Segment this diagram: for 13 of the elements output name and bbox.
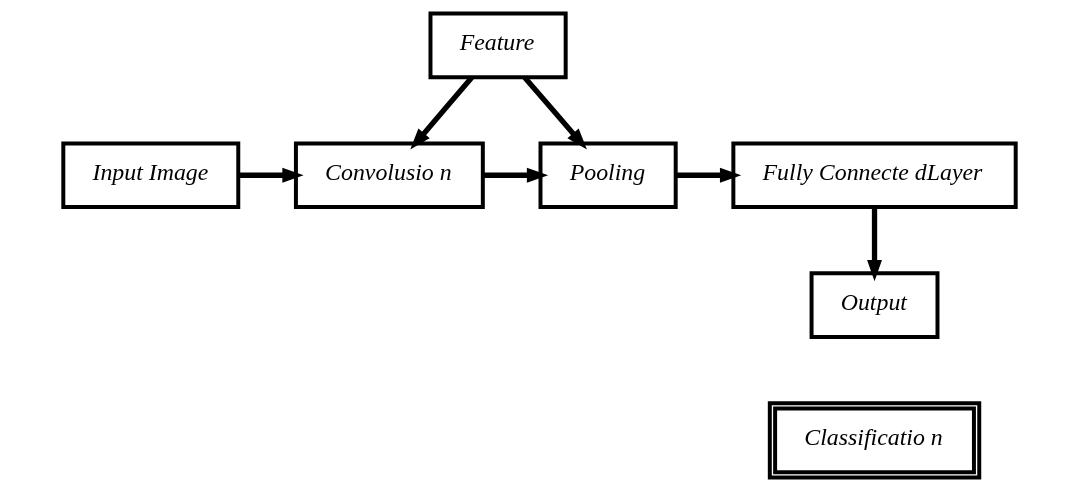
arrow bbox=[482, 167, 548, 183]
arrow bbox=[675, 167, 741, 183]
arrow bbox=[409, 75, 474, 150]
node-box: Pooling bbox=[538, 141, 678, 210]
node-box: Feature bbox=[428, 11, 568, 80]
arrow bbox=[866, 207, 882, 282]
node-box: Classificatio n bbox=[767, 401, 981, 480]
arrow bbox=[237, 167, 304, 183]
node-box: Output bbox=[809, 271, 939, 339]
arrow bbox=[522, 75, 587, 150]
node-box: Convolusio n bbox=[293, 141, 485, 210]
node-box: Fully Connecte dLayer bbox=[730, 141, 1018, 210]
node-box: Input Image bbox=[60, 141, 240, 210]
